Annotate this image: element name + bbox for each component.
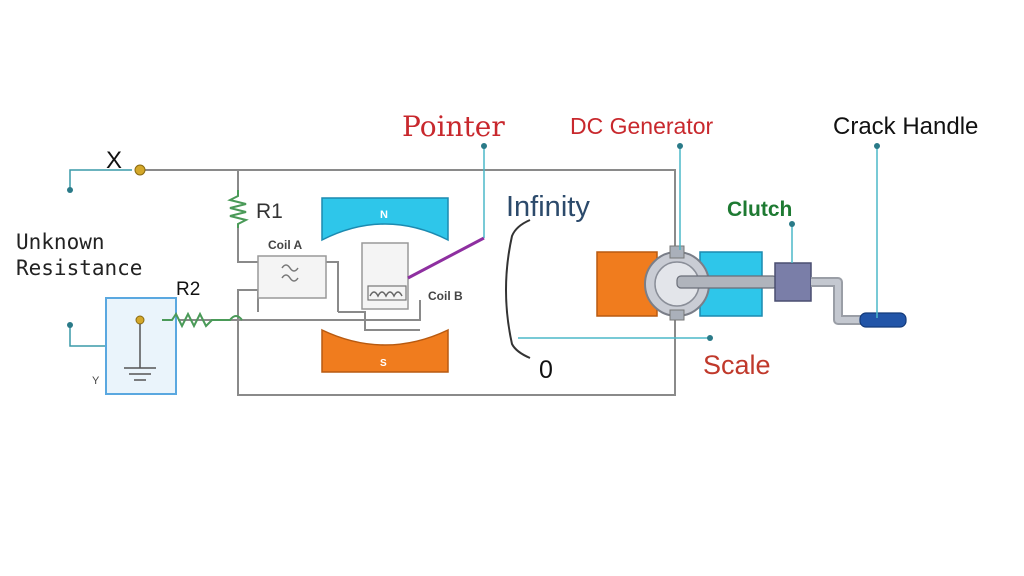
clutch-label: Clutch <box>727 198 792 221</box>
scale-leader-line <box>518 335 713 341</box>
magnet-north <box>321 197 449 242</box>
dc-generator-label: DC Generator <box>570 113 714 139</box>
r2-label: R2 <box>176 279 200 300</box>
zero-label: 0 <box>539 356 553 384</box>
generator-shaft <box>676 275 778 289</box>
x-terminal-label: X <box>106 147 122 174</box>
r1-resistor <box>227 190 249 228</box>
coil-b-label: Coil B <box>428 289 463 303</box>
magnet-south-label: S <box>380 358 387 369</box>
dc-generator-leader-line <box>677 143 683 250</box>
pointer-leader-line <box>481 143 487 238</box>
x-terminal <box>67 164 146 193</box>
magnet-north-label: N <box>380 209 388 221</box>
crank-handle <box>811 277 907 328</box>
pointer-label: Pointer <box>402 110 505 143</box>
scale-arc <box>505 219 531 359</box>
unknown-resistance-label-line2: Resistance <box>16 256 142 280</box>
clutch-leader-line <box>789 221 795 263</box>
unknown-resistance-box <box>67 297 177 395</box>
r1-label: R1 <box>256 200 283 223</box>
pointer-needle <box>407 236 485 280</box>
r2-resistor <box>162 311 243 329</box>
magnet-south <box>321 328 449 373</box>
scale-label: Scale <box>703 350 771 380</box>
unknown-resistance-label-line1: Unknown <box>16 230 105 254</box>
y-terminal-label: Y <box>92 375 100 387</box>
infinity-label: Infinity <box>506 191 590 223</box>
clutch <box>774 262 812 302</box>
coil-a-label: Coil A <box>268 238 303 252</box>
crank-handle-label: Crack Handle <box>833 113 978 140</box>
coil-a <box>257 255 327 299</box>
coil-b <box>361 242 409 310</box>
crank-handle-leader-line <box>874 143 880 318</box>
